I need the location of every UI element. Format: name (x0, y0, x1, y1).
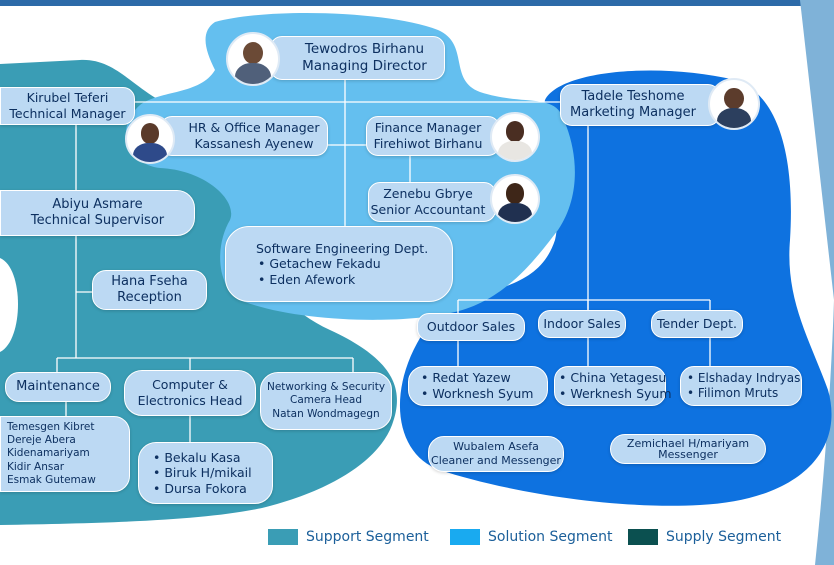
maintenance-member: Kidir Ansar (7, 460, 65, 473)
connector-lines (56, 80, 711, 448)
right-edge-decor (800, 0, 834, 565)
computer-title-2: Electronics Head (137, 393, 243, 408)
computer-electronics-box: Computer & Electronics Head (124, 370, 256, 416)
maintenance-box: Maintenance (5, 372, 111, 402)
computer-staff-box: Bekalu Kasa Biruk H/mikail Dursa Fokora (138, 442, 273, 504)
messenger-name: Zemichael H/mariyam (626, 437, 750, 450)
cleaner-title: Cleaner and Messenger (431, 454, 561, 467)
tech-manager-title: Technical Manager (9, 106, 126, 121)
reception-name: Hana Fseha (111, 273, 188, 289)
finance-manager-box: Finance Manager Firehiwot Birhanu (366, 116, 500, 156)
indoor-member: Werknesh Syum (559, 386, 671, 402)
maintenance-member: Esmak Gutemaw (7, 473, 96, 486)
legend-support-label: Support Segment (306, 529, 429, 545)
messenger-box: Zemichael H/mariyam Messenger (610, 434, 766, 464)
legend-supply-label: Supply Segment (666, 529, 782, 545)
support-swatch (268, 529, 298, 545)
outdoor-member: Worknesh Syum (421, 386, 533, 402)
hr-manager-box: HR & Office Manager Kassanesh Ayenew (160, 116, 328, 156)
left-notch (0, 258, 18, 352)
solution-swatch (450, 529, 480, 545)
reception-box: Hana Fseha Reception (92, 270, 207, 310)
hr-title: HR & Office Manager (188, 120, 320, 136)
indoor-staff-box: China Yetagesu Werknesh Syum (554, 366, 672, 406)
supply-swatch (628, 529, 658, 545)
technical-supervisor-box: Abiyu Asmare Technical Supervisor (0, 190, 195, 236)
maintenance-member: Dereje Abera (7, 434, 76, 447)
legend-supply: Supply Segment (628, 528, 781, 546)
finance-title: Finance Manager (374, 120, 482, 136)
cleaner-messenger-box: Wubalem Asefa Cleaner and Messenger (428, 436, 564, 472)
legend-solution-label: Solution Segment (488, 529, 613, 545)
indoor-member: China Yetagesu (559, 370, 666, 386)
tender-member: Elshaday Indryas (687, 371, 800, 386)
networking-name: Natan Wondmagegn (272, 407, 380, 420)
software-title: Software Engineering Dept. (256, 240, 429, 256)
maintenance-staff-box: Temesgen Kibret Dereje Abera Kidenamariy… (0, 416, 130, 492)
computer-member: Dursa Fokora (153, 481, 246, 497)
messenger-title: Messenger (658, 448, 718, 461)
maintenance-member: Temesgen Kibret (7, 421, 95, 434)
top-strip (0, 0, 834, 6)
supervisor-title: Technical Supervisor (30, 213, 165, 228)
tender-member: Filimon Mruts (687, 386, 778, 401)
indoor-sales-box: Indoor Sales (538, 310, 626, 338)
networking-security-box: Networking & Security Camera Head Natan … (260, 372, 392, 430)
reception-title: Reception (117, 290, 182, 305)
cleaner-name: Wubalem Asefa (453, 440, 539, 454)
marketing-manager-box: Tadele Teshome Marketing Manager (560, 84, 720, 126)
accountant-title: Senior Accountant (370, 202, 486, 217)
senior-accountant-box: Zenebu Gbrye Senior Accountant (368, 182, 496, 222)
accountant-avatar (490, 174, 540, 224)
legend-support: Support Segment (268, 528, 429, 546)
outdoor-member: Redat Yazew (421, 370, 510, 386)
marketing-title: Marketing Manager (570, 105, 696, 120)
maintenance-member: Kidenamariyam (7, 447, 90, 460)
technical-manager-box: Kirubel Teferi Technical Manager (0, 87, 135, 125)
managing-director-box: Tewodros Birhanu Managing Director (270, 36, 445, 80)
outdoor-title: Outdoor Sales (426, 319, 516, 335)
hr-name: Kassanesh Ayenew (194, 136, 314, 151)
indoor-title: Indoor Sales (543, 316, 621, 332)
networking-title-2: Camera Head (290, 394, 362, 407)
maintenance-title: Maintenance (16, 378, 100, 394)
finance-avatar (490, 112, 540, 162)
networking-title: Networking & Security (266, 381, 386, 394)
md-name: Tewodros Birhanu (304, 41, 425, 58)
supervisor-name: Abiyu Asmare (52, 196, 143, 212)
tender-title: Tender Dept. (657, 316, 737, 332)
computer-title: Computer & (152, 377, 228, 393)
tech-manager-name: Kirubel Teferi (26, 90, 109, 106)
tender-staff-box: Elshaday Indryas Filimon Mruts (680, 366, 802, 406)
tender-dept-box: Tender Dept. (651, 310, 743, 338)
marketing-avatar (708, 78, 760, 130)
legend-solution: Solution Segment (450, 528, 612, 546)
finance-name: Firehiwot Birhanu (373, 136, 483, 151)
accountant-name: Zenebu Gbrye (383, 186, 473, 202)
software-member: Getachew Fekadu (258, 256, 380, 272)
software-member: Eden Afework (258, 272, 355, 288)
computer-member: Bekalu Kasa (153, 450, 240, 466)
marketing-name: Tadele Teshome (581, 88, 685, 104)
outdoor-sales-box: Outdoor Sales (417, 313, 525, 341)
md-avatar (226, 32, 280, 86)
md-title: Managing Director (302, 58, 427, 74)
outdoor-staff-box: Redat Yazew Worknesh Syum (408, 366, 548, 406)
computer-member: Biruk H/mikail (153, 465, 251, 481)
software-engineering-box: Software Engineering Dept. Getachew Feka… (225, 226, 453, 302)
hr-avatar (125, 114, 175, 164)
